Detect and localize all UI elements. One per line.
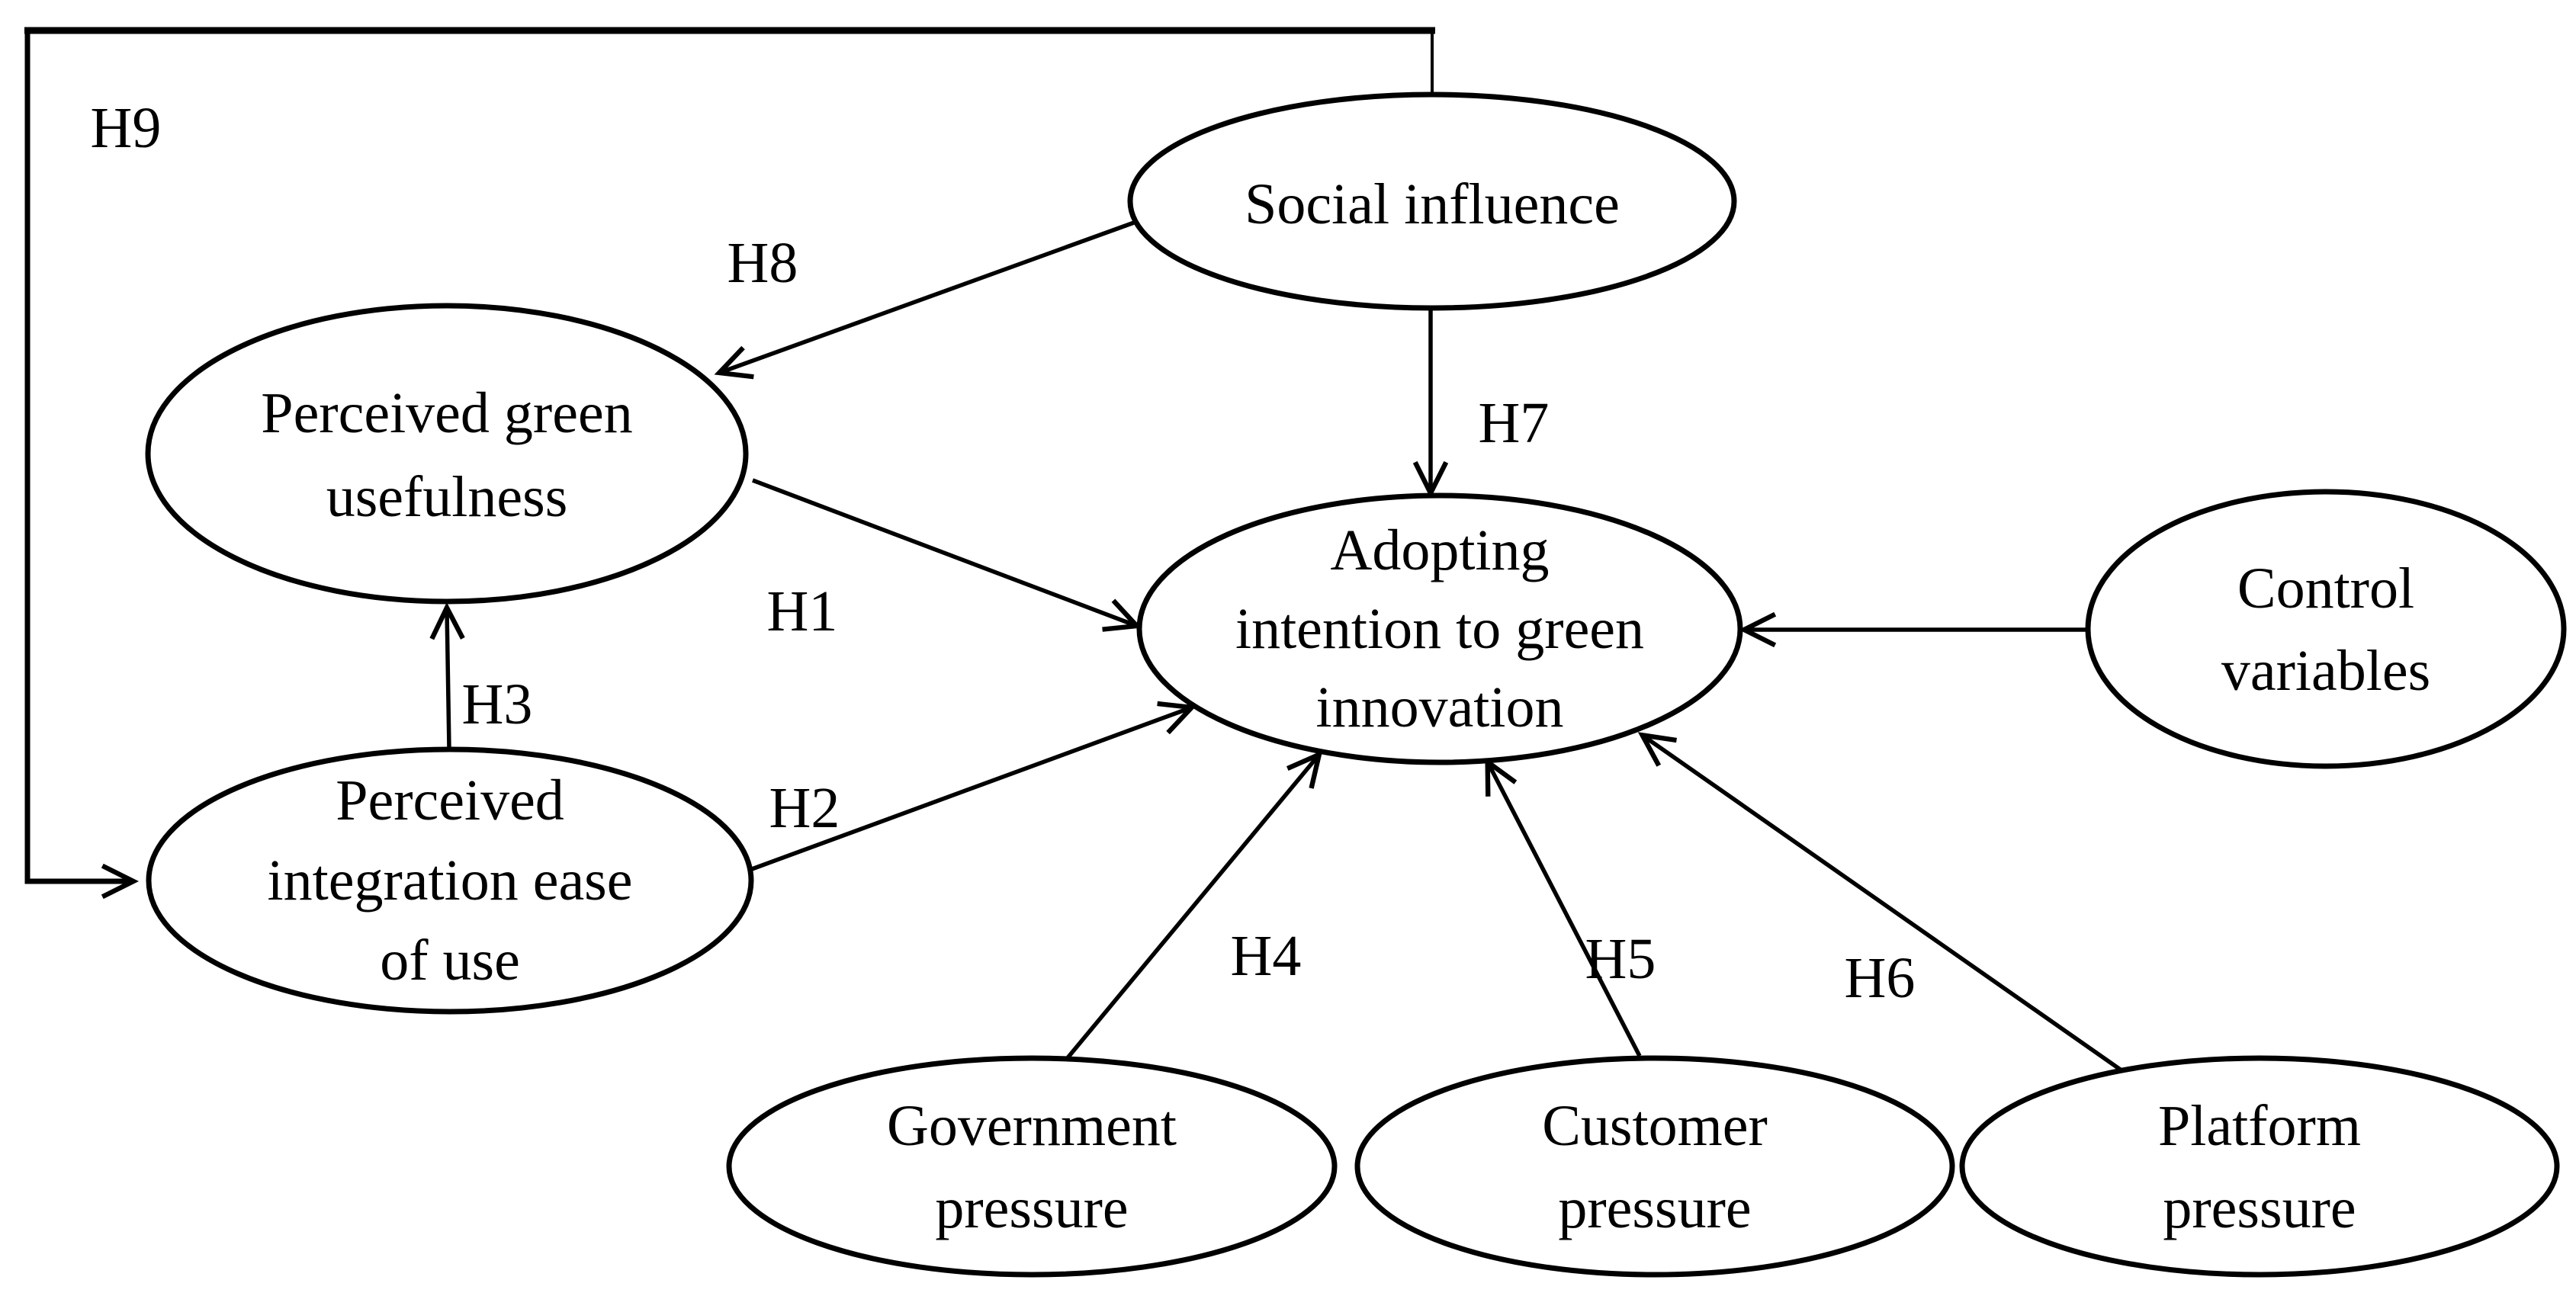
edge-label-h7: H7 [1479,391,1550,455]
edge-h4 [1064,750,1323,1061]
label-perceived-green-usefulness-line-1: Perceived green [261,381,632,445]
ellipse-control-variables [2085,489,2567,769]
label-government-pressure-line-2: pressure [935,1176,1128,1240]
label-customer-pressure-line-1: Customer [1542,1094,1768,1158]
node-government-pressure: Government pressure [726,1055,1338,1278]
ellipse-social-influence [1127,91,1737,311]
node-customer-pressure: Customer pressure [1354,1055,1955,1278]
ellipse-customer-pressure [1354,1055,1955,1278]
edge-label-h3: H3 [462,672,533,736]
ellipse-perceived-integration-ease-of-use [146,746,754,1015]
label-platform-pressure-line-1: Platform [2158,1094,2361,1158]
edge-h2 [751,701,1197,871]
node-adopting-intention: Adopting intention to green innovation [1136,492,1743,765]
label-platform-pressure-line-2: pressure [2163,1176,2356,1240]
edge-label-h2: H2 [769,776,840,840]
node-social-influence: Social influence [1127,91,1737,311]
label-perceived-integration-line-1: Perceived [336,768,564,832]
label-adopting-intention-line-2: intention to green [1235,597,1644,661]
edge-h6 [1637,732,2123,1073]
edge-label-h5: H5 [1585,927,1656,991]
ellipse-adopting-intention [1136,492,1743,765]
edge-label-h4: H4 [1231,924,1302,988]
label-social-influence: Social influence [1245,172,1620,236]
label-control-variables-line-1: Control [2237,557,2414,621]
ellipse-platform-pressure [1959,1055,2560,1278]
edge-label-h6: H6 [1845,946,1916,1010]
label-adopting-intention-line-3: innovation [1315,675,1563,739]
edge-h3 [429,601,465,750]
label-perceived-green-usefulness-line-2: usefulness [326,465,568,529]
label-adopting-intention-line-1: Adopting [1330,518,1549,582]
label-perceived-integration-line-2: integration ease [267,848,632,913]
ellipse-perceived-green-usefulness [145,303,749,605]
label-customer-pressure-line-2: pressure [1558,1176,1751,1240]
edge-h1 [752,478,1142,632]
edge-h8 [714,220,1135,380]
edge-label-h9: H9 [91,96,162,160]
edge-h9-left-segment [24,30,140,900]
edge-h5 [1485,757,1642,1057]
label-control-variables-line-2: variables [2221,639,2430,703]
node-control-variables: Control variables [2085,489,2567,769]
node-platform-pressure: Platform pressure [1959,1055,2560,1278]
ellipse-government-pressure [726,1055,1338,1278]
label-government-pressure-line-1: Government [887,1094,1177,1158]
edge-h9 [24,27,1435,900]
label-perceived-integration-line-3: of use [380,929,520,993]
edge-label-h8: H8 [728,231,798,295]
node-perceived-green-usefulness: Perceived green usefulness [145,303,749,605]
edge-label-h1: H1 [767,579,838,643]
node-perceived-integration-ease-of-use: Perceived integration ease of use [146,746,754,1015]
